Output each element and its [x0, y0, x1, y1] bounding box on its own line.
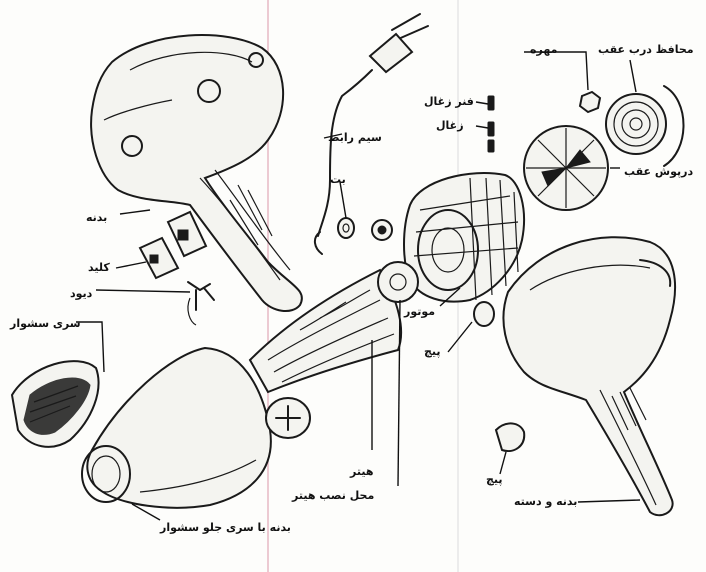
rear-cover-part [523, 125, 609, 211]
label-body: بدنه [86, 211, 108, 224]
heater-part [248, 261, 419, 394]
carbon-brush-parts [487, 95, 495, 153]
label-carbon-brush: زغال [436, 119, 464, 132]
bushing-part [337, 217, 355, 239]
label-carbon-brush-spring: فنر زغال [424, 95, 474, 108]
label-body-and-handle: بدنه و دسته [514, 495, 578, 508]
label-power-cord: سیم رابط [328, 131, 382, 144]
label-motor: موتور [404, 305, 436, 318]
power-cord-part [314, 13, 429, 255]
nut-part [578, 90, 602, 114]
dryer-tip-part [10, 360, 100, 448]
rear-door-guard-part [605, 85, 685, 167]
diode-part [187, 281, 215, 326]
label-bushing: بت [330, 173, 346, 186]
leader-lines [76, 51, 641, 521]
label-key: کلید [88, 261, 110, 274]
label-rear-cover: درپوش عقب [624, 165, 694, 178]
label-nut: مهره [530, 43, 558, 56]
motor-part [371, 172, 526, 303]
front-body-part [81, 346, 311, 509]
label-dryer-tip: سری سشوار [10, 317, 81, 330]
switch-parts [138, 210, 208, 280]
label-heater: هیتر [350, 465, 374, 478]
body-and-handle-part [494, 236, 677, 517]
rear-body-shell [90, 34, 303, 312]
screw-part [473, 301, 495, 327]
label-diode: دیود [70, 287, 93, 300]
label-screw-1: پیچ [424, 345, 441, 358]
label-screw-2: پیچ [486, 473, 503, 486]
label-front-body: بدنه با سری جلو سشوار [160, 521, 291, 534]
label-heater-mount: محل نصب هیتر [292, 489, 375, 502]
label-rear-door-guard: محافظ درب عقب [598, 43, 694, 56]
